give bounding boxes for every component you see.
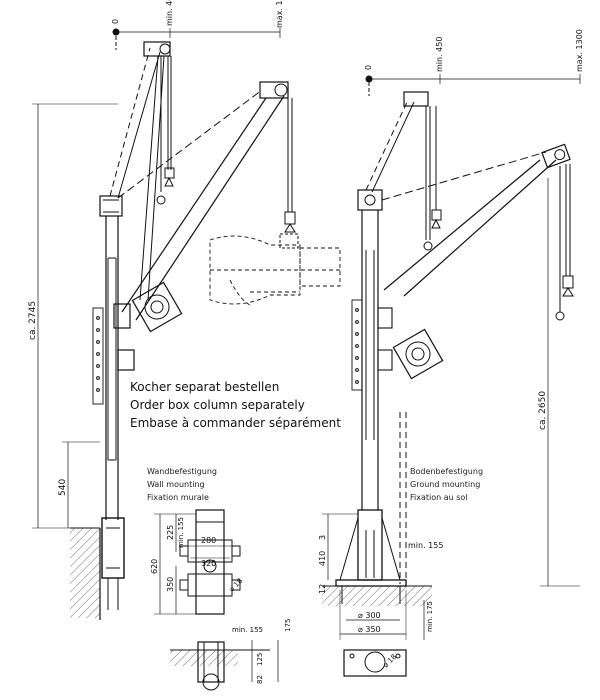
note-line-de: Kocher separat bestellen xyxy=(130,380,280,394)
wall-dim-zero: 0 xyxy=(111,19,120,24)
ground-dim-410: 410 xyxy=(318,551,327,566)
ground-dim-350: ⌀ 350 xyxy=(358,625,381,634)
wall-dim-225: 225 xyxy=(166,525,175,540)
ground-dim-3: 3 xyxy=(318,535,327,540)
note-line-en: Order box column separately xyxy=(130,398,305,412)
ground-dim-zero: 0 xyxy=(364,65,373,70)
ground-title-fr: Fixation au sol xyxy=(410,493,468,502)
wall-dim-620: 620 xyxy=(150,559,159,574)
wall-title-de: Wandbefestigung xyxy=(147,467,218,476)
ground-dim-175: min. 175 xyxy=(426,601,434,632)
wall-crane-drawing xyxy=(32,28,341,691)
wall-dim-max-reach: max. 1150 xyxy=(275,0,284,28)
wall-title-fr: Fixation murale xyxy=(147,493,209,502)
ghost-tool xyxy=(209,235,341,306)
note-line-fr: Embase à commander séparément xyxy=(130,416,341,430)
ground-crane-drawing xyxy=(322,74,581,677)
wall-dim-175: 175 xyxy=(284,619,292,632)
wall-dim-540: 540 xyxy=(58,479,68,496)
wall-dim-min155-side: min. 155 xyxy=(177,517,185,548)
wall-dim-height: ca. 2745 xyxy=(28,301,38,340)
ground-dim-height: ca. 2650 xyxy=(538,391,548,430)
wall-dim-350: 350 xyxy=(166,577,175,592)
ground-title-en: Ground mounting xyxy=(410,480,481,489)
ground-dim-300: ⌀ 300 xyxy=(358,611,381,620)
wall-dim-min-reach: min. 400 xyxy=(165,0,174,26)
wall-dim-82: 82 xyxy=(256,675,264,684)
ground-dim-min155: min. 155 xyxy=(408,541,443,550)
wall-dim-125: 125 xyxy=(256,653,264,666)
wall-dim-min155-plan: min. 155 xyxy=(232,626,263,634)
wall-title-en: Wall mounting xyxy=(147,480,205,489)
wall-dim-320: 320 xyxy=(201,559,216,568)
ground-dim-12: 12 xyxy=(318,584,327,594)
wall-dim-bolt: ⌀ 18 xyxy=(228,577,245,594)
ground-dim-min-reach: min. 450 xyxy=(435,37,444,72)
ground-title-de: Bodenbefestigung xyxy=(410,467,484,476)
wall-dim-280: 280 xyxy=(201,536,216,545)
ground-dim-max-reach: max. 1300 xyxy=(575,29,584,72)
